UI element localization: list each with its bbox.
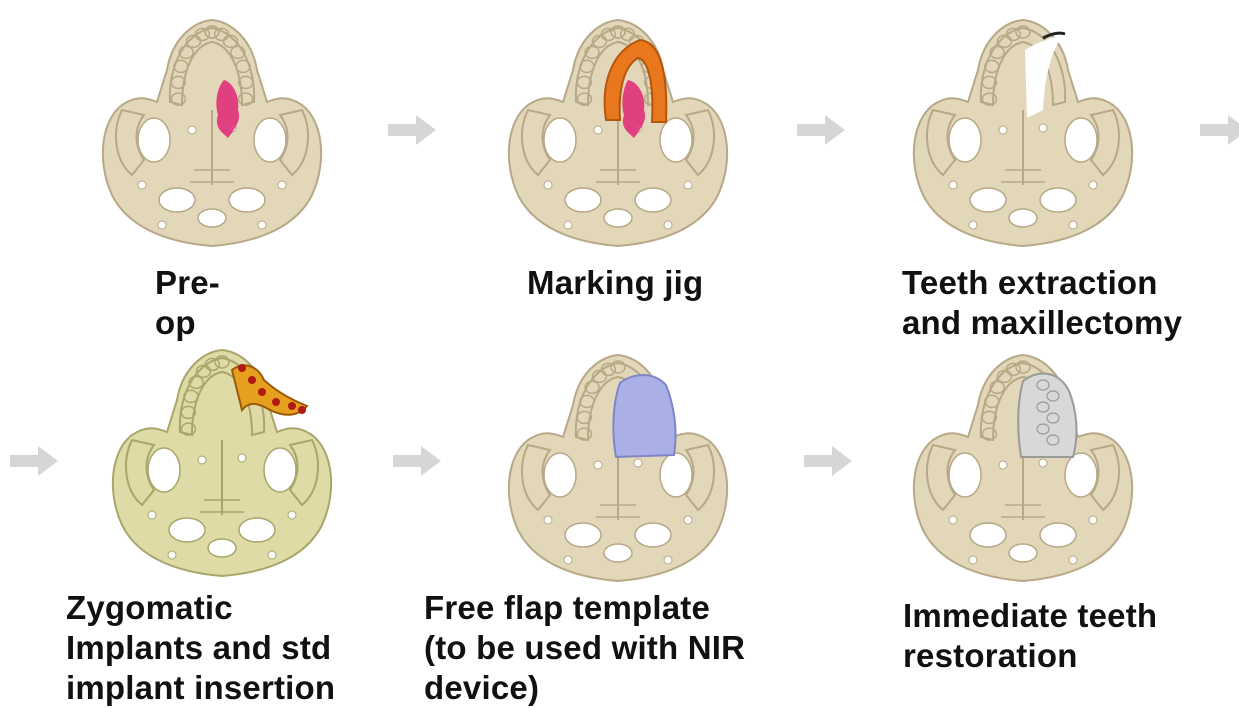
arrow-right-icon [804,446,852,476]
step-label-restoration: Immediate teeth restoration [903,596,1157,676]
skull-maxillectomy-image [893,10,1153,260]
skull-implants-image [92,340,352,590]
step-label-marking-jig: Marking jig [527,263,703,303]
step-label-implants: Zygomatic Implants and std implant inser… [66,588,335,708]
step-label-preop: Pre- op [155,263,220,343]
arrow-right-icon [1200,115,1239,145]
step-label-flap-template: Free flap template (to be used with NIR … [424,588,745,708]
arrow-right-icon [393,446,441,476]
arrow-right-icon [10,446,58,476]
step-label-maxillectomy: Teeth extraction and maxillectomy [902,263,1182,343]
skull-restoration-image [893,345,1153,595]
arrow-right-icon [797,115,845,145]
skull-preop-image [82,10,342,260]
skull-marking-jig-image [488,10,748,260]
arrow-right-icon [388,115,436,145]
skull-flap-template-image [488,345,748,595]
